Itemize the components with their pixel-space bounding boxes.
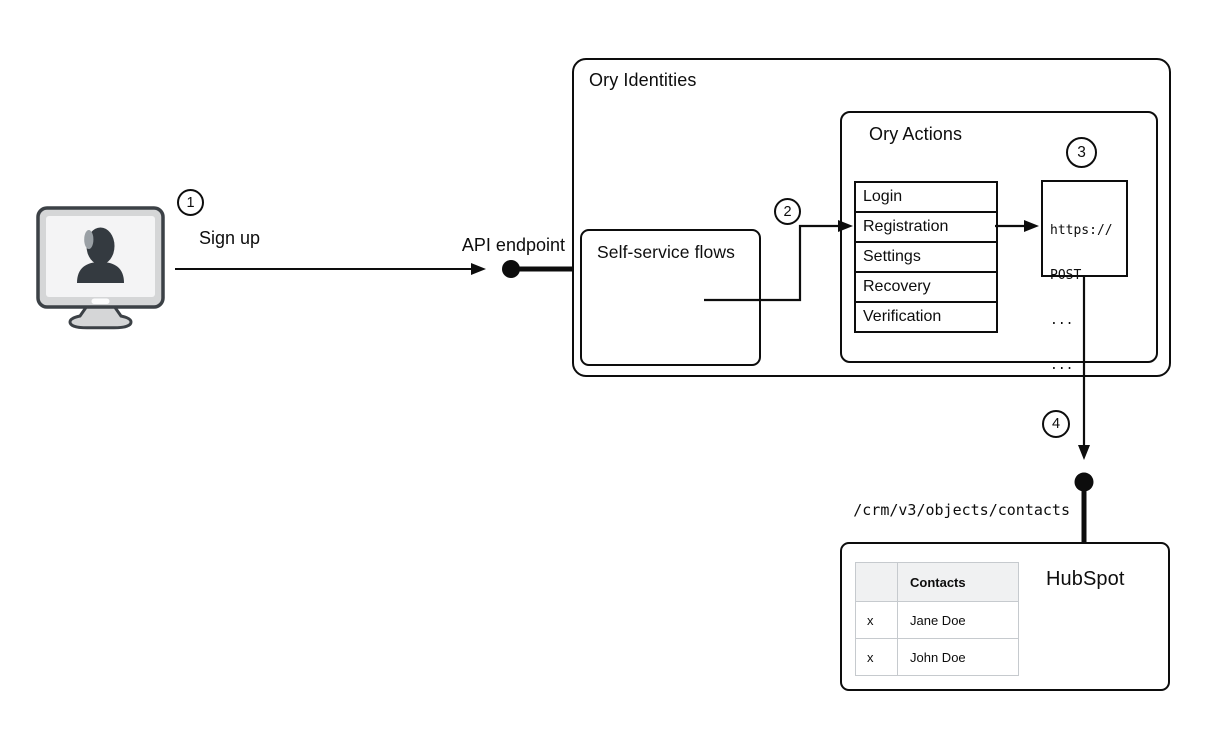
ory-identities-title: Ory Identities xyxy=(589,70,697,90)
sign-up-label: Sign up xyxy=(199,228,261,248)
step-badge-2: 2 xyxy=(774,198,801,225)
step-number: 3 xyxy=(1077,143,1086,161)
webhook-request-box: https:// POST ... ... xyxy=(1041,180,1128,373)
api-endpoint-dot xyxy=(502,260,520,278)
contacts-table: Contacts x Jane Doe x John Doe xyxy=(855,562,1019,676)
self-service-flows-box: Self-service flows xyxy=(580,229,761,366)
contacts-header-mark-cell xyxy=(856,563,898,601)
step-number: 4 xyxy=(1051,416,1061,432)
ory-actions-title: Ory Actions xyxy=(869,124,963,144)
step-badge-1: 1 xyxy=(177,189,204,216)
crm-path-label: /crm/v3/objects/contacts xyxy=(853,501,1070,519)
user-silhouette-head xyxy=(86,227,115,265)
flow-item-recovery: Recovery xyxy=(856,273,996,303)
table-row: x Jane Doe xyxy=(856,602,1018,639)
contact-row-mark: x xyxy=(856,602,898,638)
step-number: 2 xyxy=(783,203,792,220)
contacts-header-label: Contacts xyxy=(910,574,966,590)
flow-item-login: Login xyxy=(856,183,996,213)
api-endpoint-label: API endpoint xyxy=(461,235,565,255)
code-line-url: https:// xyxy=(1050,223,1113,238)
flow-item-settings: Settings xyxy=(856,243,996,273)
self-service-flows-title: Self-service flows xyxy=(597,242,735,262)
flow-item-registration: Registration xyxy=(856,213,996,243)
user-silhouette-highlight xyxy=(84,230,94,249)
contact-row-name: John Doe xyxy=(910,649,966,665)
contacts-table-header-row: Contacts xyxy=(856,563,1018,602)
user-silhouette-shoulders xyxy=(77,262,124,283)
monitor-button xyxy=(91,298,110,304)
webhook-request-code: https:// POST ... ... xyxy=(1050,193,1113,403)
arrow-signup-head xyxy=(471,263,486,275)
monitor-stand xyxy=(68,304,133,330)
step-badge-3: 3 xyxy=(1066,137,1097,168)
flow-item-verification: Verification xyxy=(863,308,942,325)
step-badge-4: 4 xyxy=(1042,410,1070,438)
code-line-ellipsis-1: ... xyxy=(1050,313,1074,328)
arrow-webhook-to-hubspot-head xyxy=(1078,445,1090,460)
code-line-ellipsis-2: ... xyxy=(1050,358,1074,373)
user-computer-icon xyxy=(36,206,165,330)
code-line-method: POST xyxy=(1050,268,1082,283)
step-number: 1 xyxy=(186,194,195,211)
hubspot-endpoint-dot xyxy=(1074,472,1094,492)
contact-row-mark: x xyxy=(856,639,898,675)
flow-type-list: Login Registration Settings Recovery Ver… xyxy=(854,181,998,333)
contact-row-name: Jane Doe xyxy=(910,612,966,628)
table-row: x John Doe xyxy=(856,639,1018,675)
hubspot-title: HubSpot xyxy=(1046,568,1125,590)
